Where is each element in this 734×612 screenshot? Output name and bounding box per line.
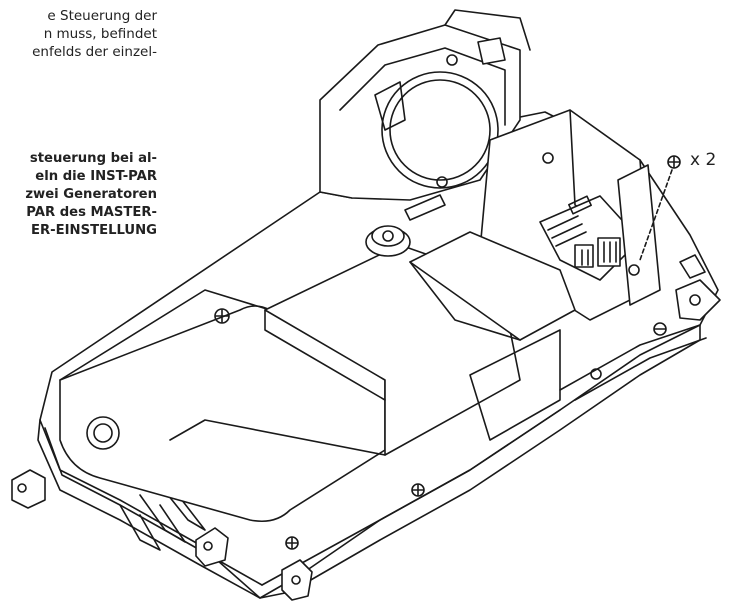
fan-connector <box>404 194 446 221</box>
intro-line: enfelds der einzel- <box>32 44 157 60</box>
fan-ring-inner <box>389 79 491 181</box>
assembly-leader-line <box>639 169 673 261</box>
front-cover-top <box>59 289 271 381</box>
cable-gland <box>365 225 411 257</box>
front-cover-step <box>169 419 386 456</box>
bold-line: ER-EINSTELLUNG <box>31 223 157 238</box>
intro-line: n muss, befindet <box>43 26 157 42</box>
front-port-inner <box>93 423 113 443</box>
right-rail-2 <box>574 337 707 401</box>
screw-icon <box>653 322 667 336</box>
circuit-board <box>539 195 641 281</box>
screw-icon <box>542 152 554 164</box>
right-tab <box>675 279 721 321</box>
bold-line: PAR des MASTER- <box>26 205 157 220</box>
screw-icon <box>667 155 681 169</box>
vent-slot <box>119 504 161 551</box>
terminal-cover-edge <box>409 261 521 341</box>
fan-bracket <box>374 81 406 131</box>
mount-tab-left <box>11 469 46 509</box>
bold-line: zwei Generatoren <box>25 187 157 202</box>
inner-cavity <box>469 329 561 441</box>
front-port-outer <box>86 416 120 450</box>
screw-icon <box>628 264 640 276</box>
quantity-label: x 2 <box>690 150 717 170</box>
bold-paragraph: steuerung bei al- eln die INST-PAR zwei … <box>0 150 157 240</box>
mount-tab-hole <box>203 541 213 551</box>
screw-icon <box>285 536 299 550</box>
centre-panel-edge <box>264 309 386 401</box>
vent-slot <box>159 484 206 531</box>
screw-icon <box>436 176 448 188</box>
top-frame-tab <box>477 37 506 65</box>
intro-line: e Steuerung der <box>47 8 157 24</box>
vent-slot <box>139 494 186 543</box>
terminal-cover <box>409 231 576 341</box>
screw-icon <box>214 308 230 324</box>
bold-line: steuerung bei al- <box>29 151 157 166</box>
intro-paragraph: e Steuerung der n muss, befindet enfelds… <box>0 7 157 61</box>
bold-line: eln die INST-PAR <box>35 169 157 184</box>
housing-lower-rim-3 <box>261 409 561 586</box>
right-top-tab <box>679 254 706 279</box>
fan-housing-inner <box>339 47 506 126</box>
mount-tab-bottom-2 <box>281 559 313 601</box>
fan-ring <box>381 71 499 189</box>
top-frame <box>444 9 531 51</box>
mount-tab-hole <box>291 575 301 585</box>
right-tab-hole <box>689 294 701 306</box>
mount-tab-hole <box>17 483 27 493</box>
screw-icon <box>411 483 425 497</box>
screw-icon <box>446 54 458 66</box>
right-rail <box>559 324 701 391</box>
